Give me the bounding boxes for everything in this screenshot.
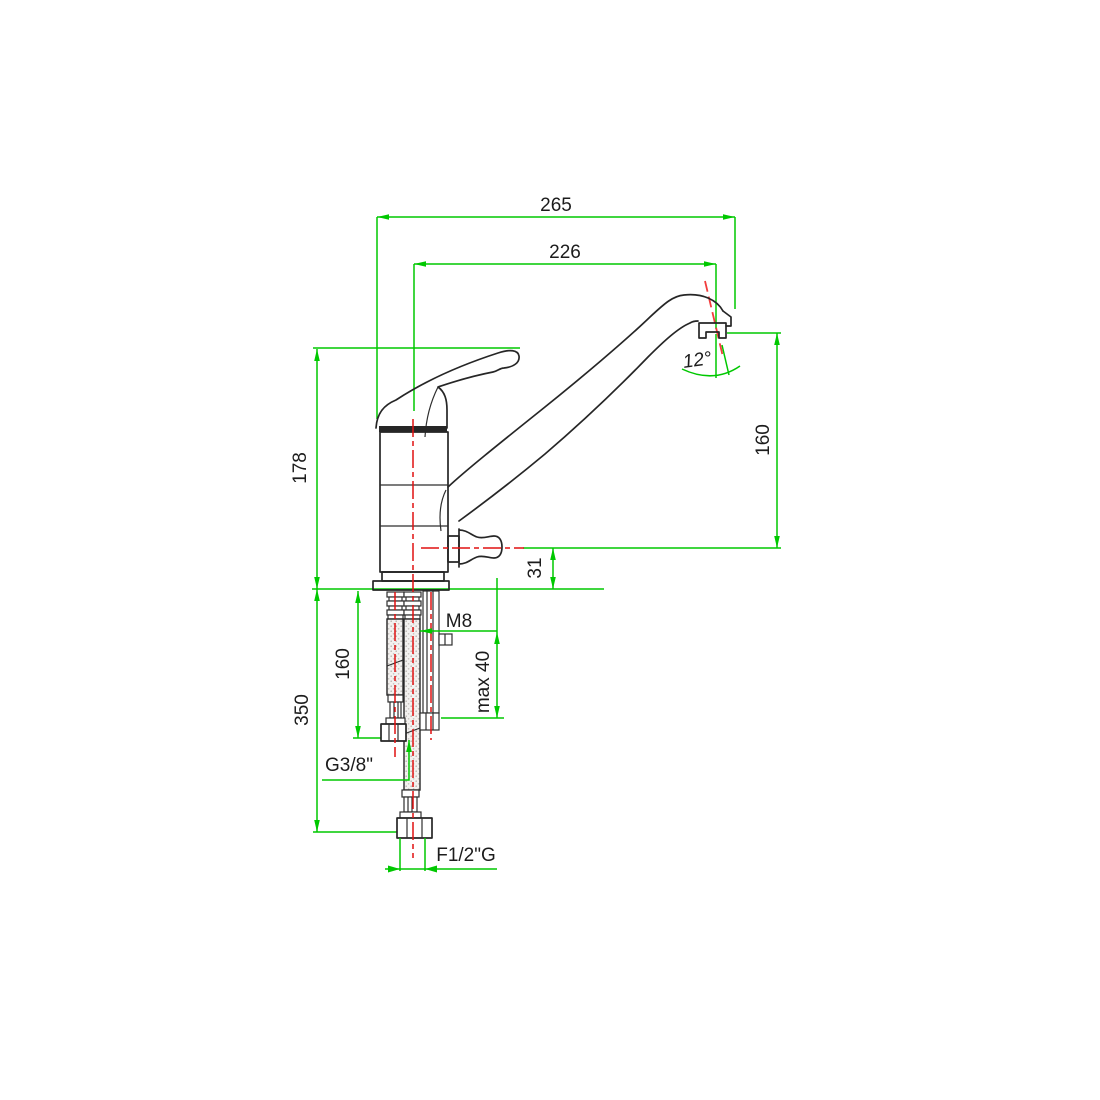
dim-spout-reach: 226 xyxy=(414,242,716,267)
label-stud-thread: M8 xyxy=(420,611,497,634)
label-hose-thread: G3/8" xyxy=(322,740,412,781)
label-spout-angle: 12° xyxy=(682,348,714,373)
aerator xyxy=(698,322,727,339)
nut-g38 xyxy=(380,723,407,742)
dim-label-under-counter-length: 350 xyxy=(292,694,313,726)
knob-neck xyxy=(447,535,460,563)
dim-clamp-range: max 40 xyxy=(473,632,500,718)
dim-label-spout-angle: 12° xyxy=(682,348,714,373)
under-deck-assembly xyxy=(380,590,453,839)
angle-slant-line xyxy=(721,344,730,376)
dim-label-hose-thread: G3/8" xyxy=(325,755,373,776)
centerlines xyxy=(394,419,524,858)
dim-label-supply-thread: F1/2"G xyxy=(436,845,496,866)
hose-end-right xyxy=(396,789,433,839)
dim-label-overall-reach: 265 xyxy=(540,195,572,216)
hose-top-connectors xyxy=(386,591,422,620)
nut-f12 xyxy=(396,817,433,839)
dim-body-height: 178 xyxy=(290,349,320,589)
handle-lever xyxy=(375,349,520,429)
angle-construction xyxy=(681,280,741,378)
extension-lines xyxy=(312,217,781,833)
clamp-nut xyxy=(419,712,440,731)
flex-hose-right xyxy=(403,618,421,791)
dim-under-counter-length: 350 xyxy=(292,589,320,832)
dimensions: 265 226 178 160 31 160 max 40 350 xyxy=(290,195,780,873)
dim-label-stud-thread: M8 xyxy=(446,611,472,632)
dim-outlet-height: 160 xyxy=(753,333,780,548)
angle-arc xyxy=(681,365,741,377)
dim-label-body-height: 178 xyxy=(290,452,311,484)
dim-label-outlet-height: 160 xyxy=(753,424,774,456)
spout-collar-arc xyxy=(439,489,447,532)
spout-axis-centerline xyxy=(704,280,724,358)
deck-flange xyxy=(372,580,450,591)
dim-label-hose-length: 160 xyxy=(333,648,354,680)
dim-knob-to-deck: 31 xyxy=(525,548,556,589)
mounting-stud xyxy=(419,590,453,731)
dim-label-spout-reach: 226 xyxy=(549,242,581,263)
spout-upper-edge xyxy=(447,293,724,488)
dim-label-clamp-range: max 40 xyxy=(473,651,494,713)
label-supply-thread: F1/2"G xyxy=(385,838,497,873)
faucet-outline xyxy=(372,293,732,591)
dim-overall-reach: 265 xyxy=(377,195,735,220)
dim-hose-length: 160 xyxy=(333,591,361,738)
spout-lower-edge xyxy=(458,320,699,522)
hose-end-left xyxy=(380,694,407,742)
spout-tip xyxy=(722,310,732,327)
dim-label-knob-to-deck: 31 xyxy=(525,557,546,578)
mixer-body xyxy=(379,431,449,573)
